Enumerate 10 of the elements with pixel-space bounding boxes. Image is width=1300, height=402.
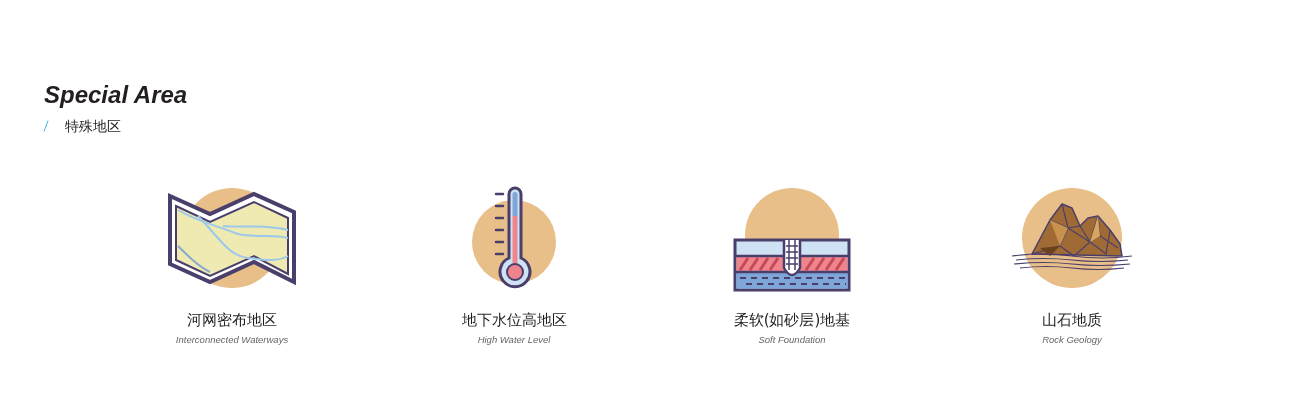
item-subtitle: Soft Foundation bbox=[758, 334, 826, 346]
item-subtitle: High Water Level bbox=[477, 334, 551, 346]
item-title: 山石地质 bbox=[1042, 311, 1102, 329]
item-title: 柔软(如砂层)地基 bbox=[733, 311, 851, 329]
section-subtitle: 特殊地区 bbox=[65, 117, 121, 135]
item-subtitle: Interconnected Waterways bbox=[175, 334, 289, 346]
item-title: 河网密布地区 bbox=[187, 311, 277, 329]
section-title: Special Area bbox=[44, 80, 188, 110]
item-title: 地下水位高地区 bbox=[461, 311, 567, 329]
item-subtitle: Rock Geology bbox=[1042, 334, 1102, 346]
